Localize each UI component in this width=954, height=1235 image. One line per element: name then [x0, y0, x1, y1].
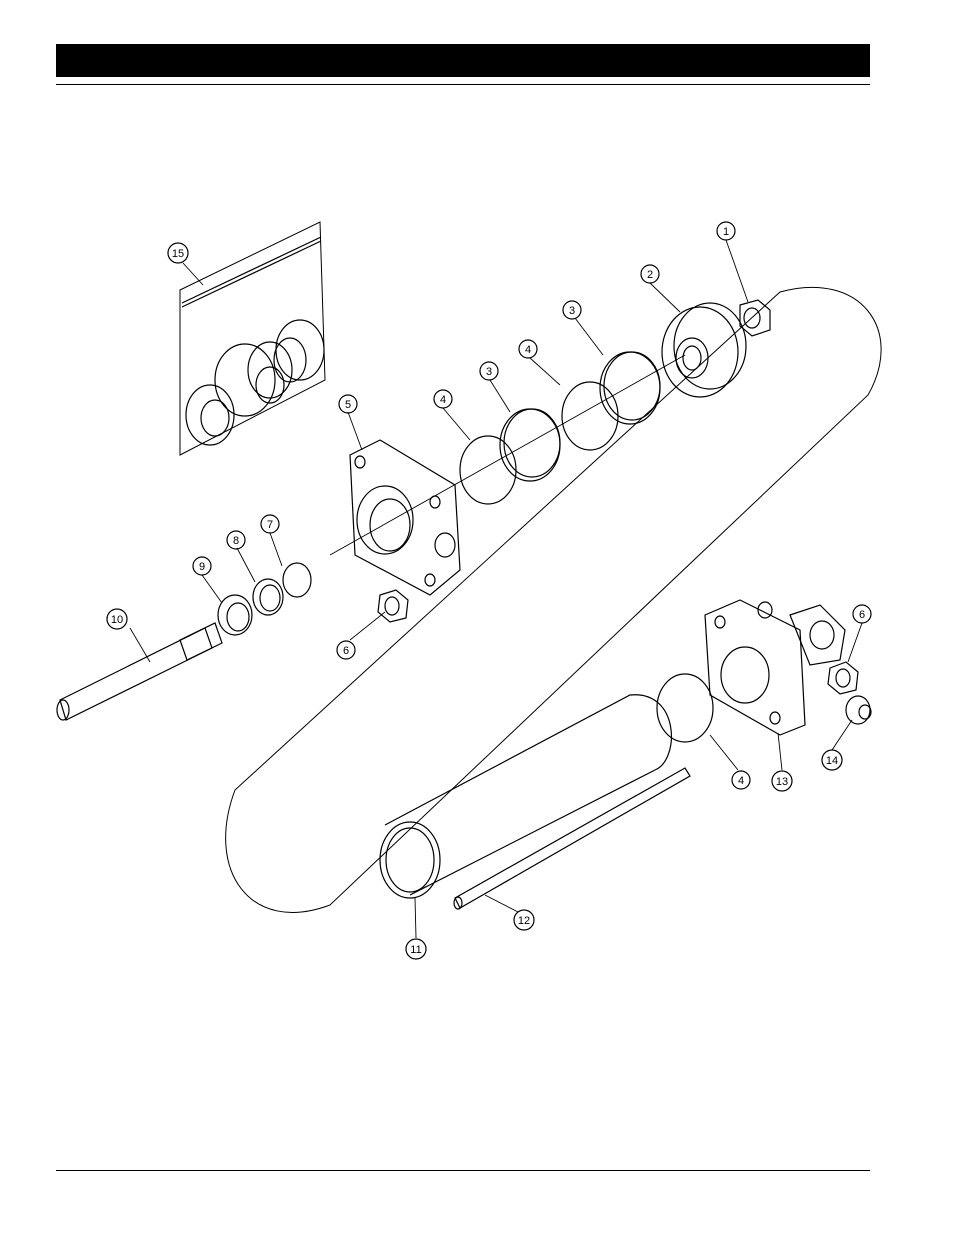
callout-3a-label: 3 — [569, 305, 575, 317]
rod-end-cap — [350, 440, 460, 595]
callout-8: 8 — [227, 531, 245, 549]
seal-kit-bag — [180, 222, 325, 455]
wear-ring-4a — [562, 382, 618, 450]
callout-9: 9 — [193, 557, 211, 575]
seal-ring-3a-inner — [604, 352, 660, 420]
callout-13-label: 13 — [776, 776, 788, 788]
nut-6b — [828, 662, 858, 694]
rod-axis — [330, 355, 685, 555]
assembly-envelope — [226, 287, 881, 912]
callout-4c-label: 4 — [738, 775, 744, 787]
callout-12: 12 — [514, 910, 534, 930]
rod-wiper-9 — [218, 595, 252, 635]
blind-end-cap — [705, 600, 845, 735]
callout-3a: 3 — [563, 301, 581, 319]
callout-11-label: 11 — [410, 944, 421, 956]
callout-4b-label: 4 — [440, 394, 446, 406]
callout-6a-label: 6 — [343, 645, 349, 657]
callout-6b-label: 6 — [859, 609, 865, 621]
callout-4a-label: 4 — [525, 344, 531, 356]
callout-5-label: 5 — [345, 399, 351, 411]
wear-ring-4c — [657, 674, 713, 742]
seal-ring-3a — [600, 352, 660, 424]
callout-11: 11 — [406, 939, 426, 959]
callout-14-label: 14 — [826, 755, 838, 767]
callout-4c: 4 — [732, 771, 750, 789]
callout-1: 1 — [717, 222, 735, 240]
seal-ring-3b — [500, 409, 560, 481]
piston-rod — [57, 623, 222, 720]
callout-15-label: 15 — [172, 248, 184, 260]
nut-6a — [378, 590, 408, 622]
callout-4b: 4 — [434, 390, 452, 408]
callout-12-label: 12 — [518, 915, 530, 927]
backup-ring-8-inner — [260, 585, 280, 611]
callout-13: 13 — [772, 771, 792, 791]
callout-7-label: 7 — [267, 519, 273, 531]
callout-2: 2 — [641, 265, 659, 283]
callout-6a: 6 — [337, 641, 355, 659]
tie-rod — [454, 768, 690, 909]
callout-9-label: 9 — [199, 561, 205, 573]
seal-ring-3b-inner — [504, 409, 560, 477]
callout-3b-label: 3 — [486, 366, 492, 378]
wear-ring-4b — [460, 436, 516, 504]
callout-3b: 3 — [480, 362, 498, 380]
callout-1-label: 1 — [723, 226, 729, 238]
o-ring-7 — [283, 563, 311, 597]
callout-5: 5 — [339, 395, 357, 413]
callout-15: 15 — [168, 243, 188, 263]
callout-10: 10 — [107, 609, 127, 629]
backup-ring-8 — [253, 579, 283, 615]
callout-8-label: 8 — [233, 535, 239, 547]
callout-2-label: 2 — [647, 269, 653, 281]
callout-10-label: 10 — [111, 614, 123, 626]
callout-4a: 4 — [519, 340, 537, 358]
rod-wiper-9-inner — [227, 603, 249, 631]
plug — [846, 696, 871, 724]
callout-14: 14 — [822, 750, 842, 770]
callout-6b: 6 — [853, 605, 871, 623]
callout-7: 7 — [261, 515, 279, 533]
cylinder-barrel — [380, 695, 671, 898]
piston — [662, 303, 746, 397]
